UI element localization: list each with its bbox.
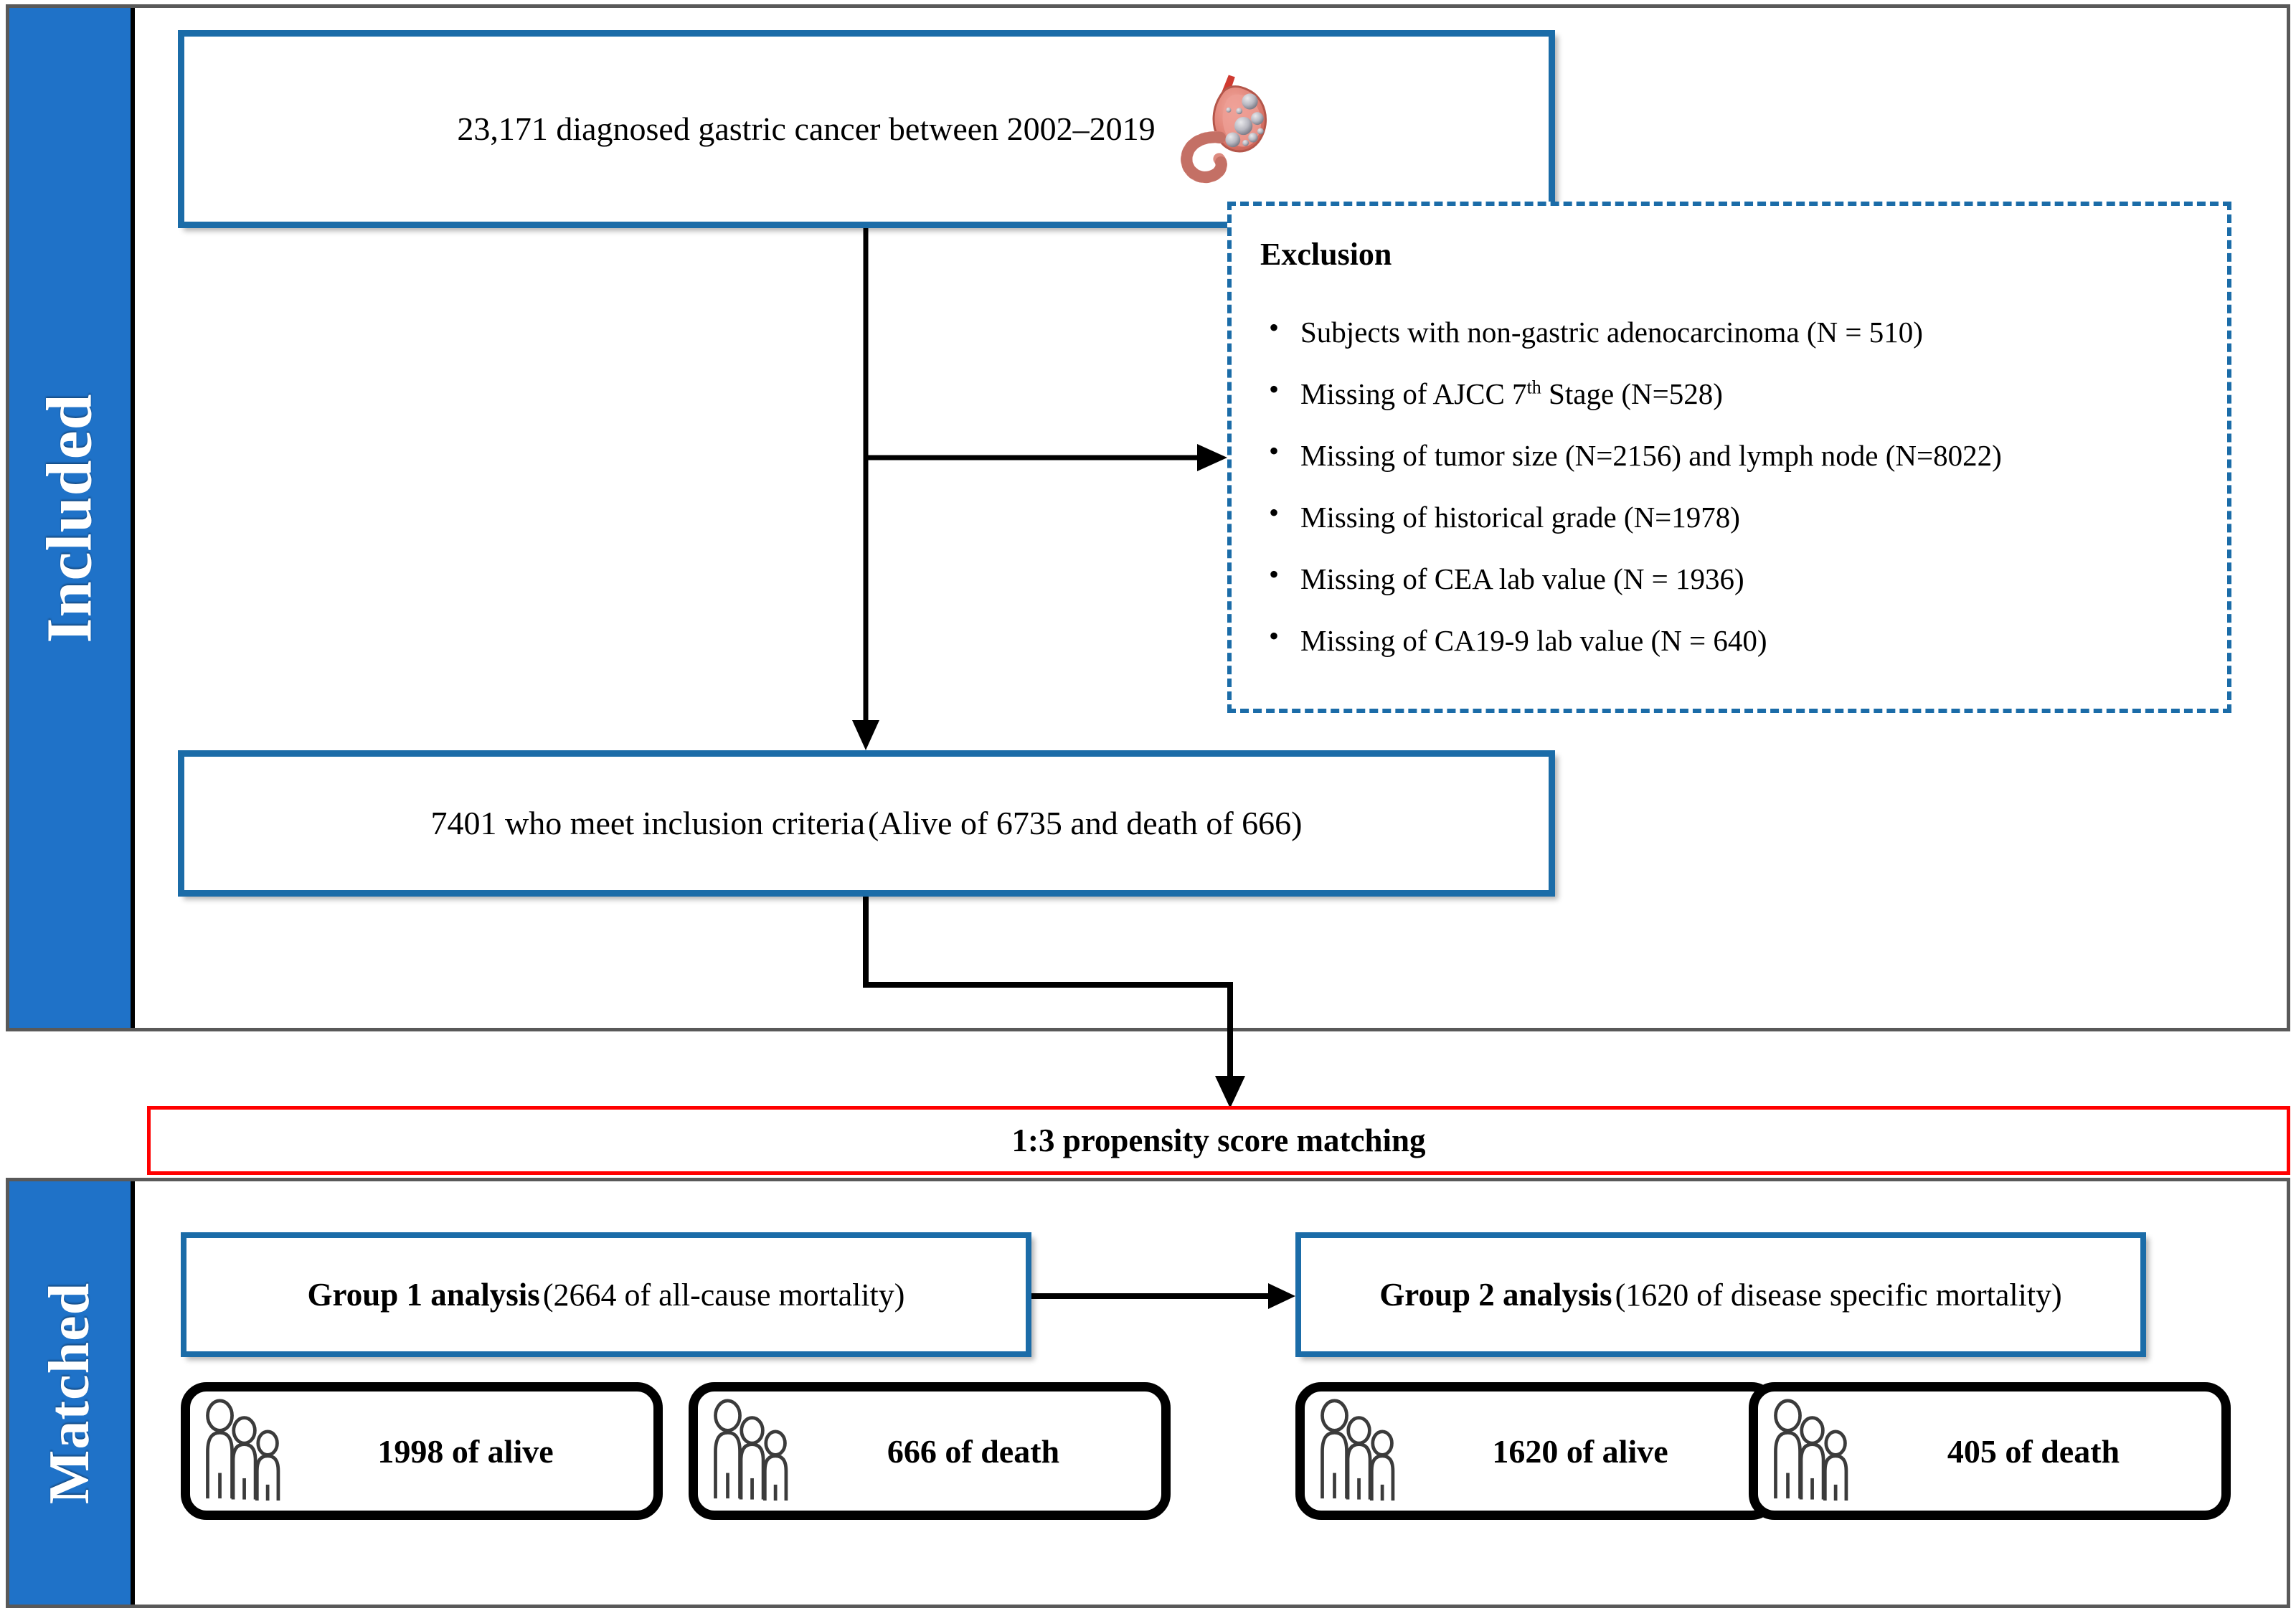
outcome-label-g2-alive: 1620 of alive [1492, 1432, 1668, 1470]
propensity-score-matching-bar: 1:3 propensity score matching [147, 1106, 2290, 1175]
group-2-analysis-box: Group 2 analysis (1620 of disease specif… [1295, 1232, 2146, 1357]
list-item: • Missing of tumor size (N=2156) and lym… [1256, 435, 2217, 473]
stomach-cancer-icon [1168, 72, 1276, 186]
bullet-icon: • [1269, 620, 1280, 652]
group-1-subtitle: (2664 of all-cause mortality) [542, 1277, 905, 1313]
bullet-icon: • [1269, 496, 1280, 529]
list-item: • Missing of AJCC 7th Stage (N=528) [1256, 373, 2217, 411]
outcome-label-g1-death: 666 of death [887, 1432, 1060, 1470]
list-item: • Missing of CEA lab value (N = 1936) [1256, 558, 2217, 596]
sidebar-included: Included [9, 8, 135, 1028]
bullet-icon: • [1269, 558, 1280, 590]
people-group-icon [1770, 1397, 1861, 1506]
list-item: • Missing of CA19-9 lab value (N = 640) [1256, 620, 2217, 658]
bullet-icon: • [1269, 373, 1280, 405]
outcome-box-g1-alive: 1998 of alive [181, 1382, 663, 1520]
inclusion-line-2: (Alive of 6735 and death of 666) [868, 804, 1303, 841]
people-group-icon [202, 1397, 293, 1506]
exclusion-item-text: Missing of AJCC 7 [1300, 377, 1527, 410]
list-item: • Subjects with non-gastric adenocarcino… [1256, 311, 2217, 349]
diagnosed-cohort-text: 23,171 diagnosed gastric cancer between … [457, 110, 1156, 147]
exclusion-item-list: • Subjects with non-gastric adenocarcino… [1256, 311, 2217, 658]
group-1-analysis-box: Group 1 analysis (2664 of all-cause mort… [181, 1232, 1031, 1357]
exclusion-box: Exclusion • Subjects with non-gastric ad… [1227, 202, 2231, 713]
exclusion-item-text: Missing of tumor size (N=2156) and lymph… [1300, 439, 2002, 472]
exclusion-item-sup: th [1526, 377, 1541, 398]
inclusion-line-1: 7401 who meet inclusion criteria [430, 804, 865, 841]
sidebar-matched: Matched [9, 1181, 135, 1605]
exclusion-item-text: Missing of CEA lab value (N = 1936) [1300, 562, 1744, 595]
people-group-icon [709, 1397, 801, 1506]
exclusion-item-text: Missing of CA19-9 lab value (N = 640) [1300, 624, 1767, 657]
bullet-icon: • [1269, 435, 1280, 467]
sidebar-matched-label: Matched [38, 1282, 101, 1504]
group-1-title: Group 1 analysis [307, 1276, 540, 1313]
group-2-title: Group 2 analysis [1379, 1276, 1612, 1313]
exclusion-item-text: Subjects with non-gastric adenocarcinoma… [1300, 316, 1923, 349]
exclusion-item-text: Missing of historical grade (N=1978) [1300, 501, 1740, 534]
exclusion-item-text-post: Stage (N=528) [1541, 377, 1723, 410]
exclusion-title: Exclusion [1260, 237, 1392, 272]
sidebar-included-label: Included [34, 392, 106, 643]
group-2-subtitle: (1620 of disease specific mortality) [1615, 1277, 2062, 1313]
outcome-box-g2-alive: 1620 of alive [1295, 1382, 1777, 1520]
propensity-score-matching-label: 1:3 propensity score matching [1011, 1123, 1426, 1158]
outcome-label-g1-alive: 1998 of alive [377, 1432, 554, 1470]
outcome-label-g2-death: 405 of death [1947, 1432, 2120, 1470]
outcome-box-g2-death: 405 of death [1749, 1382, 2231, 1520]
list-item: • Missing of historical grade (N=1978) [1256, 496, 2217, 534]
people-group-icon [1316, 1397, 1408, 1506]
inclusion-criteria-box: 7401 who meet inclusion criteria (Alive … [178, 750, 1555, 897]
diagnosed-cohort-box: 23,171 diagnosed gastric cancer between … [178, 30, 1555, 228]
bullet-icon: • [1269, 311, 1280, 344]
outcome-box-g1-death: 666 of death [689, 1382, 1171, 1520]
